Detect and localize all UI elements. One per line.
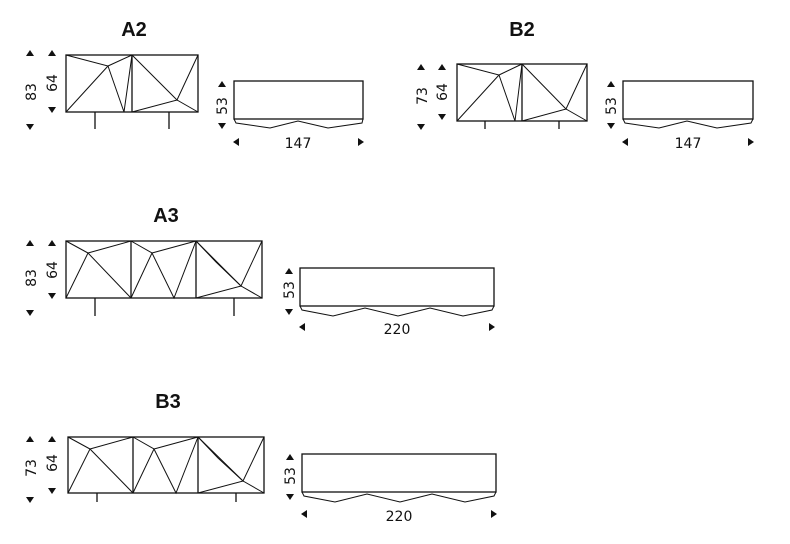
- front-view: [456, 63, 588, 129]
- arrow-down-icon: [48, 293, 56, 299]
- top-view: 53 147: [215, 80, 364, 152]
- width-label: 147: [675, 136, 702, 152]
- top-view: 53 220: [283, 453, 497, 525]
- body-height-label: 64: [45, 74, 61, 92]
- arrow-down-icon: [438, 114, 446, 120]
- depth-label: 53: [283, 467, 299, 485]
- arrow-left-icon: [301, 510, 307, 518]
- arrow-down-icon: [26, 310, 34, 316]
- arrow-down-icon: [285, 309, 293, 315]
- arrow-up-icon: [286, 454, 294, 460]
- body-height-label: 64: [435, 83, 451, 101]
- body-height-label: 64: [45, 454, 61, 472]
- model-b3: B3 73 64 53: [24, 391, 497, 525]
- model-a2: A2 83 64 53 147: [24, 19, 364, 152]
- arrow-down-icon: [417, 124, 425, 130]
- arrow-up-icon: [285, 268, 293, 274]
- depth-label: 53: [215, 97, 231, 115]
- arrow-right-icon: [358, 138, 364, 146]
- top-view: 53 220: [282, 267, 495, 338]
- depth-label: 53: [282, 281, 298, 299]
- arrow-down-icon: [218, 123, 226, 129]
- arrow-up-icon: [48, 240, 56, 246]
- top-view: 53 147: [604, 80, 754, 152]
- arrow-down-icon: [48, 107, 56, 113]
- arrow-down-icon: [607, 123, 615, 129]
- body-height-label: 64: [45, 261, 61, 279]
- front-view: [67, 436, 265, 502]
- total-height-label: 83: [24, 83, 40, 101]
- arrow-right-icon: [491, 510, 497, 518]
- width-label: 220: [386, 509, 413, 525]
- arrow-up-icon: [438, 64, 446, 70]
- arrow-up-icon: [48, 436, 56, 442]
- width-label: 147: [285, 136, 312, 152]
- arrow-left-icon: [622, 138, 628, 146]
- total-height-label: 83: [24, 269, 40, 287]
- width-label: 220: [384, 322, 411, 338]
- model-title: B2: [509, 19, 535, 41]
- model-a3: A3 83 64 53: [24, 205, 495, 338]
- arrow-up-icon: [26, 436, 34, 442]
- arrow-down-icon: [286, 494, 294, 500]
- arrow-left-icon: [299, 323, 305, 331]
- arrow-left-icon: [233, 138, 239, 146]
- model-title: B3: [155, 391, 181, 413]
- depth-label: 53: [604, 97, 620, 115]
- total-height-label: 73: [415, 87, 431, 105]
- front-view: [65, 54, 199, 129]
- arrow-down-icon: [48, 488, 56, 494]
- arrow-right-icon: [748, 138, 754, 146]
- arrow-up-icon: [607, 81, 615, 87]
- arrow-up-icon: [26, 50, 34, 56]
- model-title: A2: [121, 19, 147, 41]
- arrow-down-icon: [26, 124, 34, 130]
- front-view: [65, 240, 263, 316]
- arrow-up-icon: [48, 50, 56, 56]
- arrow-up-icon: [417, 64, 425, 70]
- arrow-up-icon: [26, 240, 34, 246]
- model-title: A3: [153, 205, 179, 227]
- total-height-label: 73: [24, 459, 40, 477]
- arrow-right-icon: [489, 323, 495, 331]
- model-b2: B2 73 64 53 147: [415, 19, 754, 152]
- arrow-up-icon: [218, 81, 226, 87]
- arrow-down-icon: [26, 497, 34, 503]
